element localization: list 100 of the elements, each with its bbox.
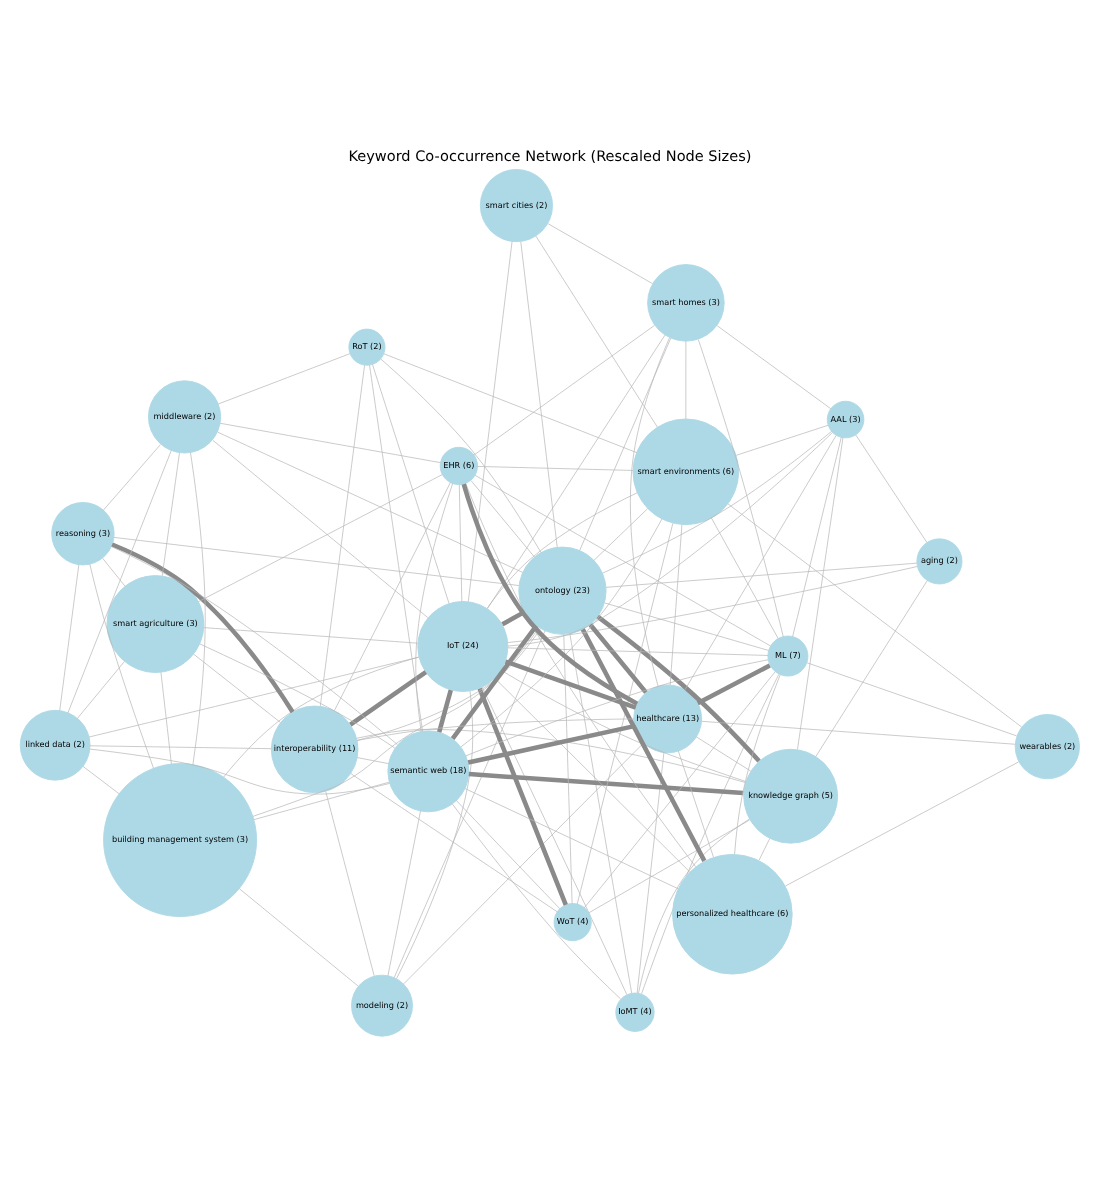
connector [356, 627, 541, 740]
connector [223, 655, 420, 777]
connector [59, 563, 80, 711]
connector [563, 633, 573, 903]
connector [464, 787, 679, 889]
connector [641, 672, 780, 994]
connector [473, 324, 655, 455]
connector [88, 655, 420, 737]
connector [500, 668, 747, 781]
connector [356, 756, 389, 763]
connector [403, 741, 644, 984]
connector [630, 336, 670, 686]
connector [669, 523, 683, 685]
connector [481, 685, 628, 994]
connector [758, 837, 771, 860]
connector [350, 772, 558, 912]
connector [102, 556, 126, 586]
connector [547, 222, 653, 283]
connector [815, 579, 928, 756]
connector [701, 719, 1016, 744]
connector [415, 482, 454, 731]
connector [349, 669, 428, 726]
connector [588, 622, 648, 693]
connector [477, 465, 634, 470]
connector [579, 337, 672, 550]
connector [190, 451, 206, 764]
connector [193, 652, 281, 722]
connector [396, 689, 474, 978]
connector [356, 728, 746, 782]
connector [383, 352, 637, 452]
connector [501, 609, 526, 626]
connector [602, 429, 832, 573]
connector [103, 443, 161, 510]
connector [465, 482, 696, 867]
connector [468, 770, 744, 795]
connector [460, 517, 663, 747]
connector [792, 435, 842, 636]
connector [111, 541, 295, 713]
connector [580, 627, 707, 861]
connector [82, 765, 120, 794]
connector [711, 516, 779, 638]
connector [569, 632, 633, 993]
connector [380, 357, 542, 552]
connector [487, 333, 666, 608]
connector [684, 434, 837, 690]
connector [697, 338, 784, 636]
connector [583, 670, 776, 908]
connector [520, 240, 558, 547]
connector [638, 817, 750, 993]
connector [89, 562, 154, 768]
connector [160, 670, 172, 764]
connector [113, 536, 520, 585]
connector [685, 340, 687, 419]
connector [797, 436, 844, 749]
connector [161, 451, 180, 576]
connector [486, 491, 638, 608]
connector [504, 658, 637, 709]
connector [855, 433, 928, 542]
connector [716, 324, 832, 409]
connector [465, 658, 769, 756]
connector [89, 744, 272, 749]
connector [356, 717, 635, 740]
connector [588, 818, 751, 913]
connector [593, 507, 648, 560]
connector [203, 626, 419, 643]
connector [458, 483, 463, 601]
connector [470, 479, 535, 557]
connector [507, 431, 833, 646]
connector [199, 642, 396, 748]
connector [437, 688, 453, 732]
connector [217, 430, 524, 572]
connector [596, 613, 761, 762]
connector [387, 809, 421, 975]
connector [252, 626, 540, 816]
connector [785, 760, 1019, 886]
connector [372, 363, 450, 603]
connector [450, 623, 539, 739]
connector [110, 545, 398, 744]
connector [507, 646, 769, 655]
connector [218, 352, 351, 404]
connector [474, 473, 771, 646]
connector [198, 473, 443, 601]
connector [452, 802, 622, 999]
connector [677, 749, 714, 857]
connector [604, 601, 769, 650]
connector [219, 421, 441, 462]
connector [461, 482, 639, 705]
connector [806, 661, 1017, 736]
connector [89, 747, 391, 794]
connector [734, 673, 781, 854]
connector [735, 423, 829, 455]
connector [467, 240, 513, 602]
connector [467, 722, 635, 764]
connector [605, 561, 918, 587]
connector [67, 449, 172, 713]
connector [319, 363, 365, 706]
connector [477, 686, 568, 905]
connector [696, 735, 752, 771]
connector [239, 887, 359, 986]
connector [334, 481, 451, 710]
